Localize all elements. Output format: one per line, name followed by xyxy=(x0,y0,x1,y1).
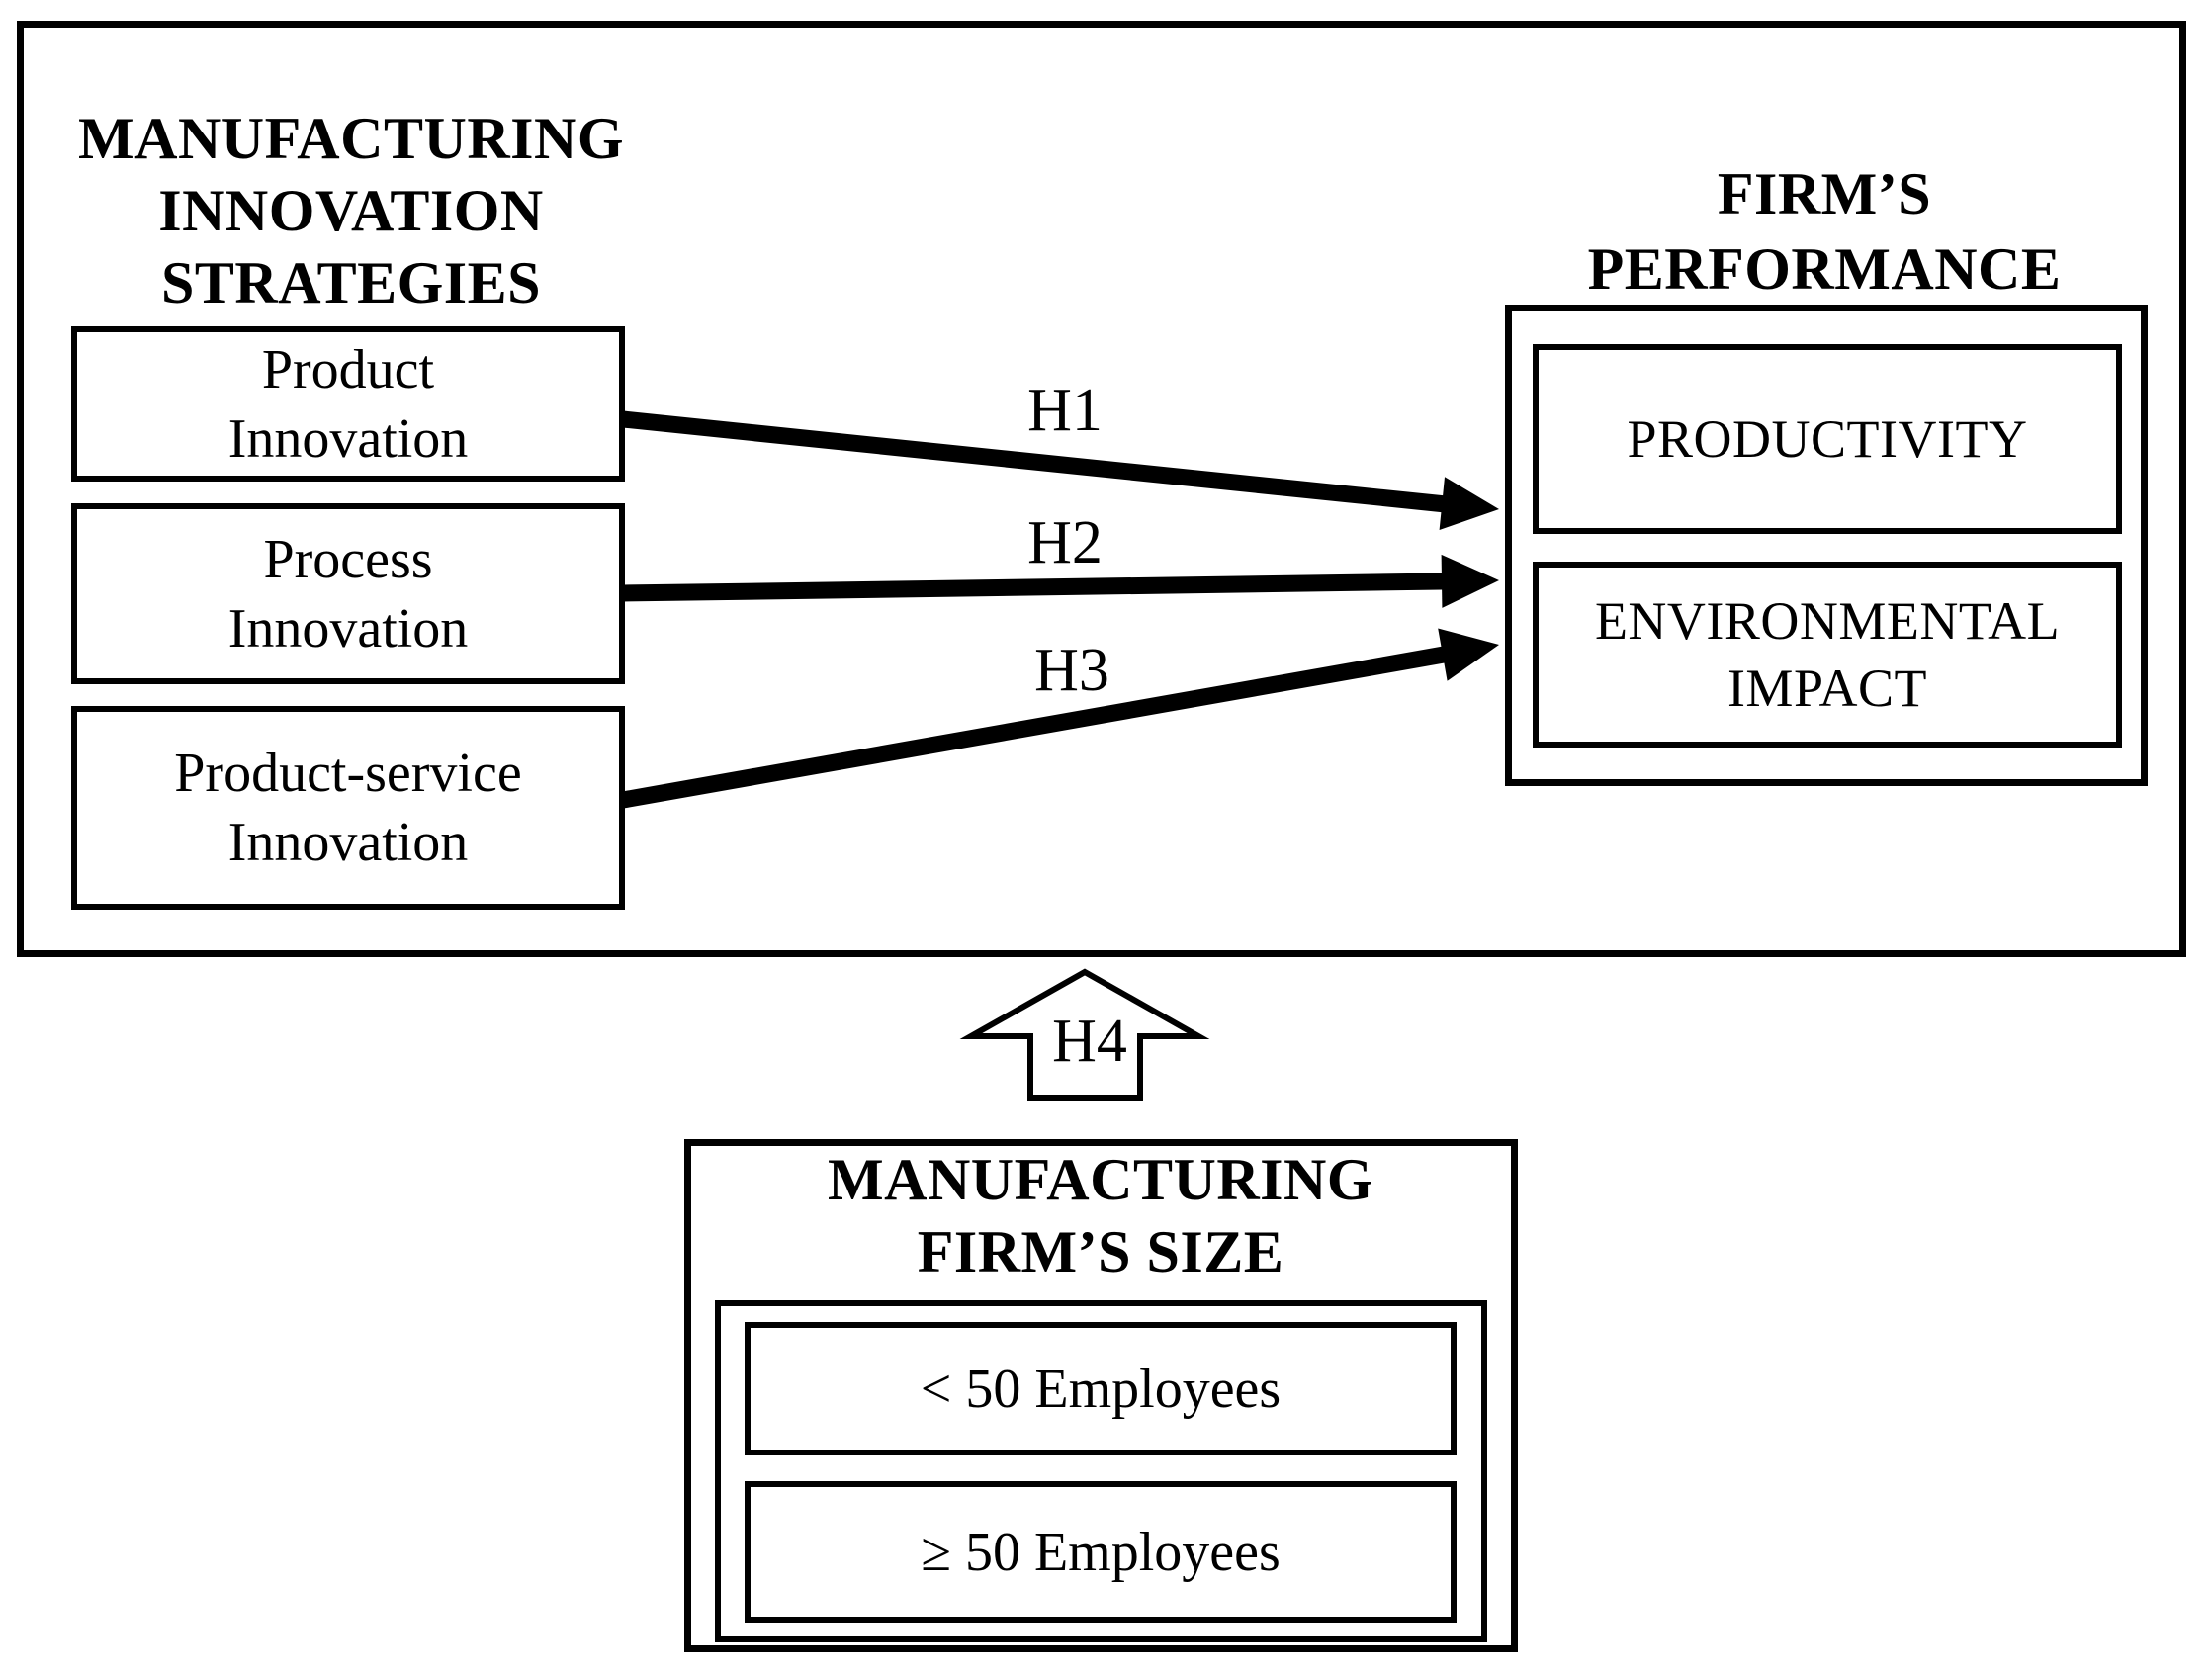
under-50-employees-box: < 50 Employees xyxy=(745,1322,1457,1455)
over-50-employees-box: ≥ 50 Employees xyxy=(745,1481,1457,1623)
h3-label: H3 xyxy=(1034,637,1109,704)
environmental-impact-label-line-1: ENVIRONMENTAL xyxy=(1594,591,2061,651)
performance-heading-line-1: FIRM’S xyxy=(1717,161,1932,226)
product-service-innovation-label-line-2: Innovation xyxy=(227,812,469,873)
firm-size-heading-line-1: MANUFACTURING xyxy=(827,1147,1373,1212)
h1-arrow xyxy=(622,410,1499,530)
productivity-box: PRODUCTIVITY xyxy=(1533,344,2122,534)
strategies-heading-line-1: MANUFACTURING xyxy=(77,106,624,171)
product-service-innovation-label-line-1: Product-service xyxy=(174,743,522,804)
environmental-impact-label-line-2: IMPACT xyxy=(1726,659,1928,718)
productivity-label: PRODUCTIVITY xyxy=(1627,409,2028,469)
strategies-heading: MANUFACTURING INNOVATION STRATEGIES xyxy=(54,103,648,319)
strategies-heading-line-3: STRATEGIES xyxy=(160,250,542,315)
product-innovation-label-line-2: Innovation xyxy=(227,407,469,470)
performance-heading: FIRM’S PERFORMANCE xyxy=(1528,156,2121,307)
over-50-employees-label: ≥ 50 Employees xyxy=(921,1521,1281,1583)
process-innovation-label-line-2: Innovation xyxy=(227,597,469,660)
under-50-employees-label: < 50 Employees xyxy=(920,1358,1282,1420)
product-innovation-box: Product Innovation xyxy=(71,326,625,482)
h4-block-arrow xyxy=(959,968,1210,1101)
firm-size-heading: MANUFACTURING FIRM’S SIZE xyxy=(705,1144,1496,1288)
product-innovation-label-line-1: Product xyxy=(261,338,435,400)
h3-arrow xyxy=(621,628,1499,809)
firm-size-heading-line-2: FIRM’S SIZE xyxy=(917,1219,1284,1284)
performance-heading-line-2: PERFORMANCE xyxy=(1587,236,2062,302)
h1-label: H1 xyxy=(1027,377,1103,444)
process-innovation-box: Process Innovation xyxy=(71,503,625,684)
product-service-innovation-box: Product-service Innovation xyxy=(71,706,625,910)
process-innovation-label-line-1: Process xyxy=(263,528,433,590)
h2-arrow xyxy=(622,554,1499,608)
h2-label: H2 xyxy=(1027,509,1103,576)
strategies-heading-line-2: INNOVATION xyxy=(158,178,544,243)
environmental-impact-box: ENVIRONMENTAL IMPACT xyxy=(1533,562,2122,748)
h4-label: H4 xyxy=(1052,1008,1127,1075)
